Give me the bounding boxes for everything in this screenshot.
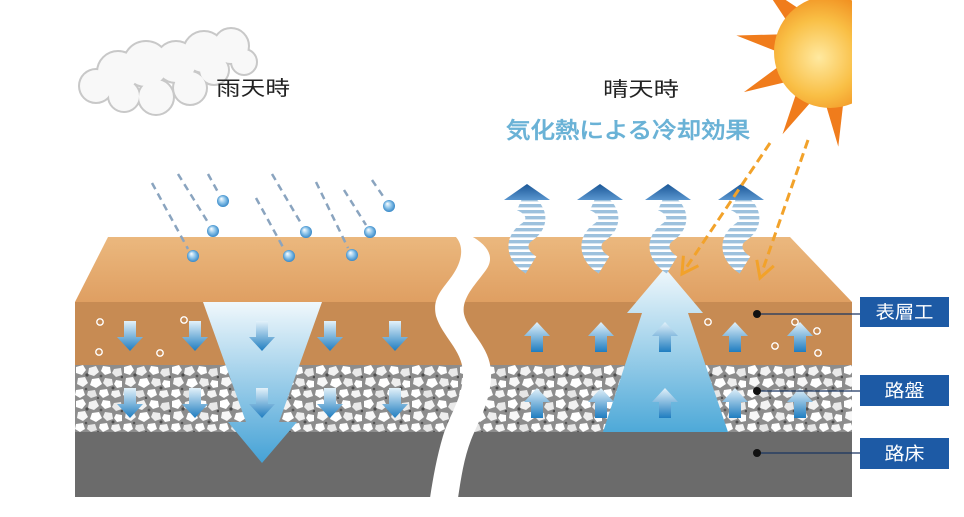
air-bubbles [95, 316, 822, 357]
raindrop-icon [346, 249, 358, 261]
sunlight-arrowhead [680, 255, 700, 277]
label-text: 路床 [885, 444, 925, 465]
layer-labels: 表層工 路盤 路床 [753, 297, 949, 469]
label-box [860, 438, 949, 469]
rain-streak [370, 179, 387, 200]
up-arrow [652, 322, 678, 352]
up-arrow [588, 388, 614, 418]
rain-streak [270, 173, 304, 226]
raindrop-icon [300, 226, 312, 238]
sunlight-arrows [680, 139, 810, 281]
vapor-arrow [577, 184, 623, 274]
raindrop-icon [187, 250, 199, 262]
down-arrow [382, 321, 408, 351]
up-arrow [524, 388, 550, 418]
rain [150, 173, 395, 262]
rainy-weather-title: 雨天時 [216, 76, 290, 100]
down-arrow [249, 321, 275, 351]
label-surface-layer: 表層工 [753, 297, 949, 327]
label-subgrade-layer: 路床 [753, 438, 949, 469]
down-arrow [117, 321, 143, 351]
sun-rays [736, 0, 844, 147]
up-arrow [722, 322, 748, 352]
down-arrow [382, 388, 408, 418]
label-base-layer: 路盤 [753, 375, 949, 406]
label-text: 表層工 [876, 303, 934, 324]
raindrop-icon [283, 250, 295, 262]
vapor-arrows [504, 184, 764, 274]
leader-dot [753, 449, 761, 457]
infiltration-arrows [117, 321, 408, 418]
leader-dot [753, 387, 761, 395]
label-box [860, 375, 949, 406]
sun-disc [774, 0, 852, 108]
cloud-icon [78, 27, 258, 116]
rain-streak [176, 173, 211, 225]
down-arrow [117, 388, 143, 418]
down-arrow [317, 388, 343, 418]
rain-streak [206, 173, 221, 195]
raindrop-icon [364, 226, 376, 238]
up-arrow [652, 388, 678, 418]
raindrop-icon [383, 200, 395, 212]
vapor-arrow [645, 184, 691, 274]
label-text: 路盤 [885, 381, 925, 402]
up-arrow [524, 322, 550, 352]
sunlight-arrowhead [755, 259, 775, 281]
up-arrow [722, 388, 748, 418]
label-box [860, 297, 949, 327]
down-arrow [182, 388, 208, 418]
rain-streak [150, 182, 190, 250]
raindrop-icon [217, 195, 229, 207]
down-arrow [249, 388, 275, 418]
infiltration-big-arrow [203, 302, 322, 463]
down-arrow [182, 321, 208, 351]
sunlight-ray [760, 139, 810, 273]
sunny-weather-title: 晴天時 [603, 77, 679, 101]
cooling-effect-caption: 気化熱による冷却効果 [506, 118, 750, 144]
section-break [430, 236, 492, 498]
up-arrow [787, 388, 813, 418]
evaporation-arrows [524, 322, 813, 418]
down-arrow [317, 321, 343, 351]
rain-streak [342, 189, 368, 226]
rain-streak [254, 197, 286, 250]
vapor-arrow [504, 184, 550, 274]
sunlight-ray [684, 142, 772, 269]
up-arrow [787, 322, 813, 352]
raindrop-icon [207, 225, 219, 237]
rain-streak [314, 181, 350, 249]
vapor-arrow [718, 184, 764, 274]
sun-icon [736, 0, 852, 147]
up-arrow [588, 322, 614, 352]
leader-dot [753, 310, 761, 318]
pavement-cross-section [75, 236, 852, 498]
